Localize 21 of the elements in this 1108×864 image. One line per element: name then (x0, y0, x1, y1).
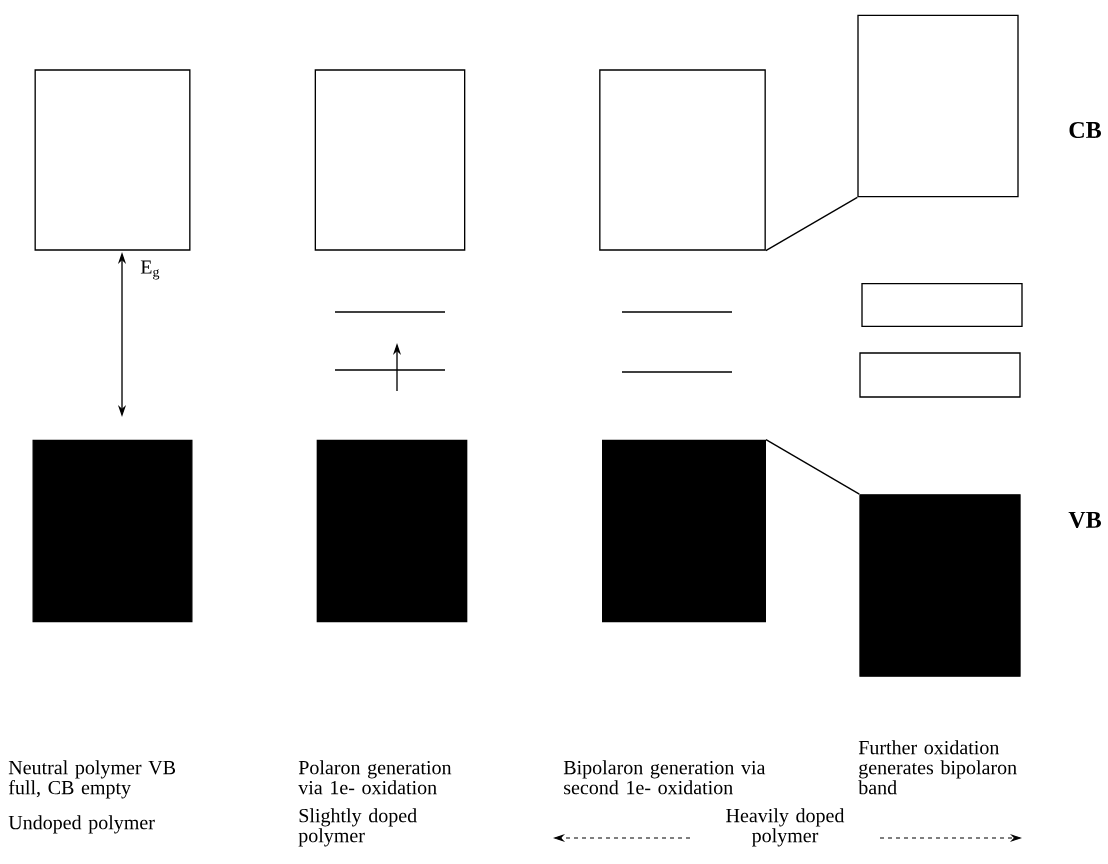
connector-line (765, 439, 860, 495)
band-box (859, 352, 1021, 398)
band-label: VB (1068, 511, 1101, 529)
caption-text: Further oxidation generates bipolaron band (858, 740, 1017, 795)
caption-text: Undoped polymer (8, 815, 155, 834)
connector-line (765, 196, 858, 252)
caption-text: Polaron generation via 1e- oxidation (298, 760, 452, 795)
caption-text: Slightly doped polymer (298, 808, 417, 847)
band-box (602, 439, 766, 623)
caption-text: Neutral polymer VB full, CB empty (8, 760, 176, 799)
band-label: CB (1069, 121, 1101, 139)
band-box (34, 69, 191, 251)
band-box (316, 439, 468, 623)
band-box (861, 283, 1023, 327)
caption-text: Bipolaron generation via second 1e- oxidation (563, 760, 766, 795)
band-box (32, 439, 193, 623)
band-box (857, 14, 1019, 198)
band-box (314, 69, 466, 251)
band-box (599, 69, 766, 251)
caption-text: Heavily doped polymer (726, 808, 845, 847)
band-box (859, 494, 1021, 677)
